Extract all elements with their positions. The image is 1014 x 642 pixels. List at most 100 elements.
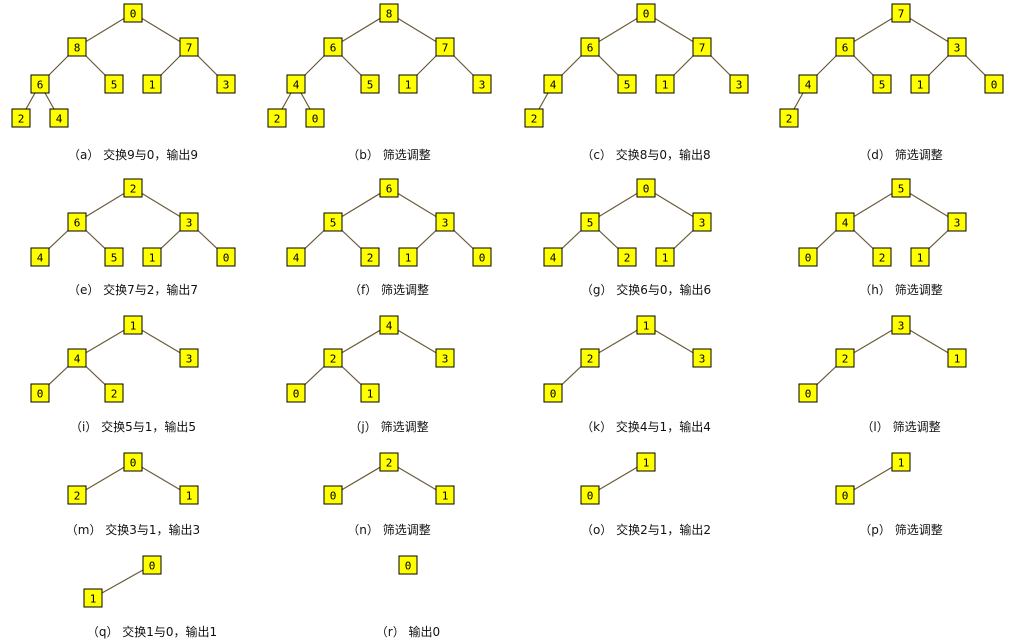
node-box bbox=[142, 247, 162, 267]
node-value: 2 bbox=[587, 353, 594, 366]
node-box bbox=[435, 485, 455, 505]
node-value: 1 bbox=[917, 252, 924, 265]
node-box bbox=[30, 74, 50, 94]
tree-node: 1 bbox=[636, 315, 656, 335]
tree-node: 8 bbox=[67, 37, 87, 57]
node-value: 2 bbox=[18, 113, 25, 126]
node-value: 0 bbox=[550, 388, 557, 401]
node-box bbox=[104, 383, 124, 403]
node-value: 3 bbox=[699, 217, 706, 230]
tree-node: 0 bbox=[636, 178, 656, 198]
node-value: 3 bbox=[223, 79, 230, 92]
panel-r: 0（r） 输出0 bbox=[376, 555, 440, 639]
node-box bbox=[142, 74, 162, 94]
node-value: 5 bbox=[587, 217, 594, 230]
tree-node: 1 bbox=[435, 485, 455, 505]
tree-node: 0 bbox=[305, 108, 325, 128]
node-value: 1 bbox=[662, 252, 669, 265]
node-box bbox=[910, 247, 930, 267]
node-value: 3 bbox=[442, 353, 449, 366]
tree-node: 3 bbox=[692, 348, 712, 368]
tree-node: 0 bbox=[323, 485, 343, 505]
node-box bbox=[580, 212, 600, 232]
node-box bbox=[104, 74, 124, 94]
node-box bbox=[67, 485, 87, 505]
node-box bbox=[947, 37, 967, 57]
node-value: 5 bbox=[898, 183, 905, 196]
tree-node: 0 bbox=[798, 383, 818, 403]
node-box bbox=[835, 348, 855, 368]
node-box bbox=[123, 178, 143, 198]
node-value: 2 bbox=[330, 353, 337, 366]
node-box bbox=[286, 383, 306, 403]
tree-node: 0 bbox=[123, 452, 143, 472]
node-value: 6 bbox=[330, 42, 337, 55]
node-box bbox=[216, 247, 236, 267]
tree-node: 3 bbox=[179, 212, 199, 232]
node-value: 0 bbox=[643, 8, 650, 21]
tree-node: 3 bbox=[472, 74, 492, 94]
node-value: 1 bbox=[643, 457, 650, 470]
node-value: 1 bbox=[643, 320, 650, 333]
tree-node: 5 bbox=[360, 74, 380, 94]
node-box bbox=[179, 212, 199, 232]
tree-node: 3 bbox=[891, 315, 911, 335]
panel-o: 10（o） 交换2与1，输出2 bbox=[580, 452, 711, 537]
node-box bbox=[580, 37, 600, 57]
node-value: 2 bbox=[74, 490, 81, 503]
node-value: 0 bbox=[330, 490, 337, 503]
panel-caption: （k） 交换4与1，输出4 bbox=[581, 419, 711, 434]
node-box bbox=[360, 383, 380, 403]
panel-caption: （n） 筛选调整 bbox=[347, 522, 430, 537]
node-value: 0 bbox=[149, 560, 156, 573]
node-value: 0 bbox=[479, 252, 486, 265]
node-value: 4 bbox=[805, 79, 812, 92]
node-value: 0 bbox=[643, 183, 650, 196]
tree-node: 0 bbox=[472, 247, 492, 267]
tree-node: 3 bbox=[435, 348, 455, 368]
node-value: 0 bbox=[991, 79, 998, 92]
node-box bbox=[636, 178, 656, 198]
node-value: 1 bbox=[662, 79, 669, 92]
tree-node: 4 bbox=[798, 74, 818, 94]
node-value: 1 bbox=[405, 79, 412, 92]
node-value: 1 bbox=[90, 593, 97, 606]
node-box bbox=[655, 247, 675, 267]
node-box bbox=[891, 452, 911, 472]
tree-node: 1 bbox=[142, 74, 162, 94]
tree-node: 2 bbox=[835, 348, 855, 368]
tree-node: 5 bbox=[617, 74, 637, 94]
tree-node: 6 bbox=[835, 37, 855, 57]
node-value: 1 bbox=[130, 320, 137, 333]
node-value: 2 bbox=[531, 113, 538, 126]
node-box bbox=[179, 485, 199, 505]
node-value: 0 bbox=[312, 113, 319, 126]
node-box bbox=[179, 348, 199, 368]
node-box bbox=[891, 315, 911, 335]
tree-node: 2 bbox=[123, 178, 143, 198]
tree-node: 0 bbox=[580, 485, 600, 505]
node-value: 0 bbox=[842, 490, 849, 503]
node-value: 0 bbox=[130, 8, 137, 21]
node-box bbox=[891, 3, 911, 23]
node-value: 2 bbox=[274, 113, 281, 126]
node-value: 4 bbox=[293, 252, 300, 265]
node-value: 6 bbox=[587, 42, 594, 55]
node-box bbox=[360, 74, 380, 94]
tree-node: 0 bbox=[216, 247, 236, 267]
node-box bbox=[524, 108, 544, 128]
node-value: 3 bbox=[736, 79, 743, 92]
tree-node: 5 bbox=[872, 74, 892, 94]
node-box bbox=[543, 74, 563, 94]
tree-node: 6 bbox=[67, 212, 87, 232]
tree-node: 4 bbox=[835, 212, 855, 232]
node-value: 0 bbox=[805, 388, 812, 401]
node-box bbox=[83, 588, 103, 608]
node-value: 3 bbox=[186, 353, 193, 366]
tree-node: 1 bbox=[123, 315, 143, 335]
tree-node: 0 bbox=[123, 3, 143, 23]
